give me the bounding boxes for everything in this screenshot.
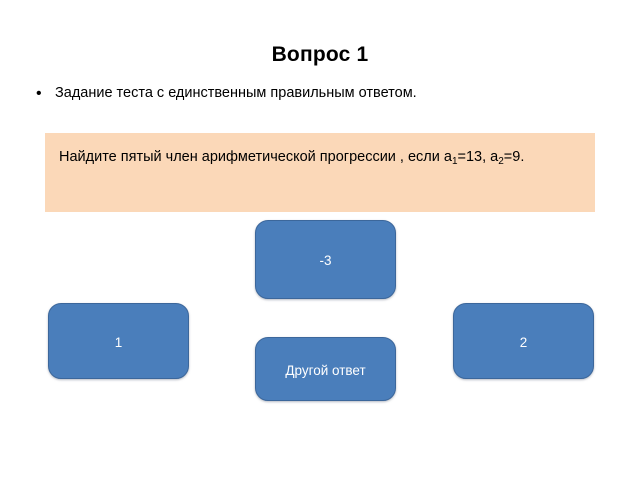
question-subscript-two: 2: [498, 156, 504, 167]
answer-option-button-1[interactable]: 1: [48, 303, 189, 379]
bullet-item-label: Задание теста с единственным правильным …: [55, 85, 417, 101]
answer-option-label: 1: [114, 335, 123, 350]
question-text-suffix: =9.: [503, 149, 525, 165]
answer-option-label: Другой ответ: [285, 363, 366, 378]
answer-option-button-other[interactable]: Другой ответ: [255, 337, 396, 401]
answer-option-button-2[interactable]: 2: [453, 303, 594, 379]
answer-option-button-minus-3[interactable]: -3: [255, 220, 396, 299]
answer-option-label: 2: [519, 335, 528, 350]
page-title: Вопрос 1: [271, 43, 369, 66]
bullet-point-icon: •: [36, 85, 42, 102]
answer-option-label: -3: [319, 253, 332, 268]
question-text-mid: =13, a: [457, 149, 499, 165]
question-subscript-one: 1: [451, 156, 458, 167]
question-text: Найдите пятый член арифметической прогре…: [59, 146, 581, 170]
bullet-list-item: • Задание теста с единственным правильны…: [33, 84, 613, 103]
question-text-prefix: Найдите пятый член арифметической прогре…: [59, 149, 452, 165]
question-panel: Найдите пятый член арифметической прогре…: [45, 133, 595, 212]
